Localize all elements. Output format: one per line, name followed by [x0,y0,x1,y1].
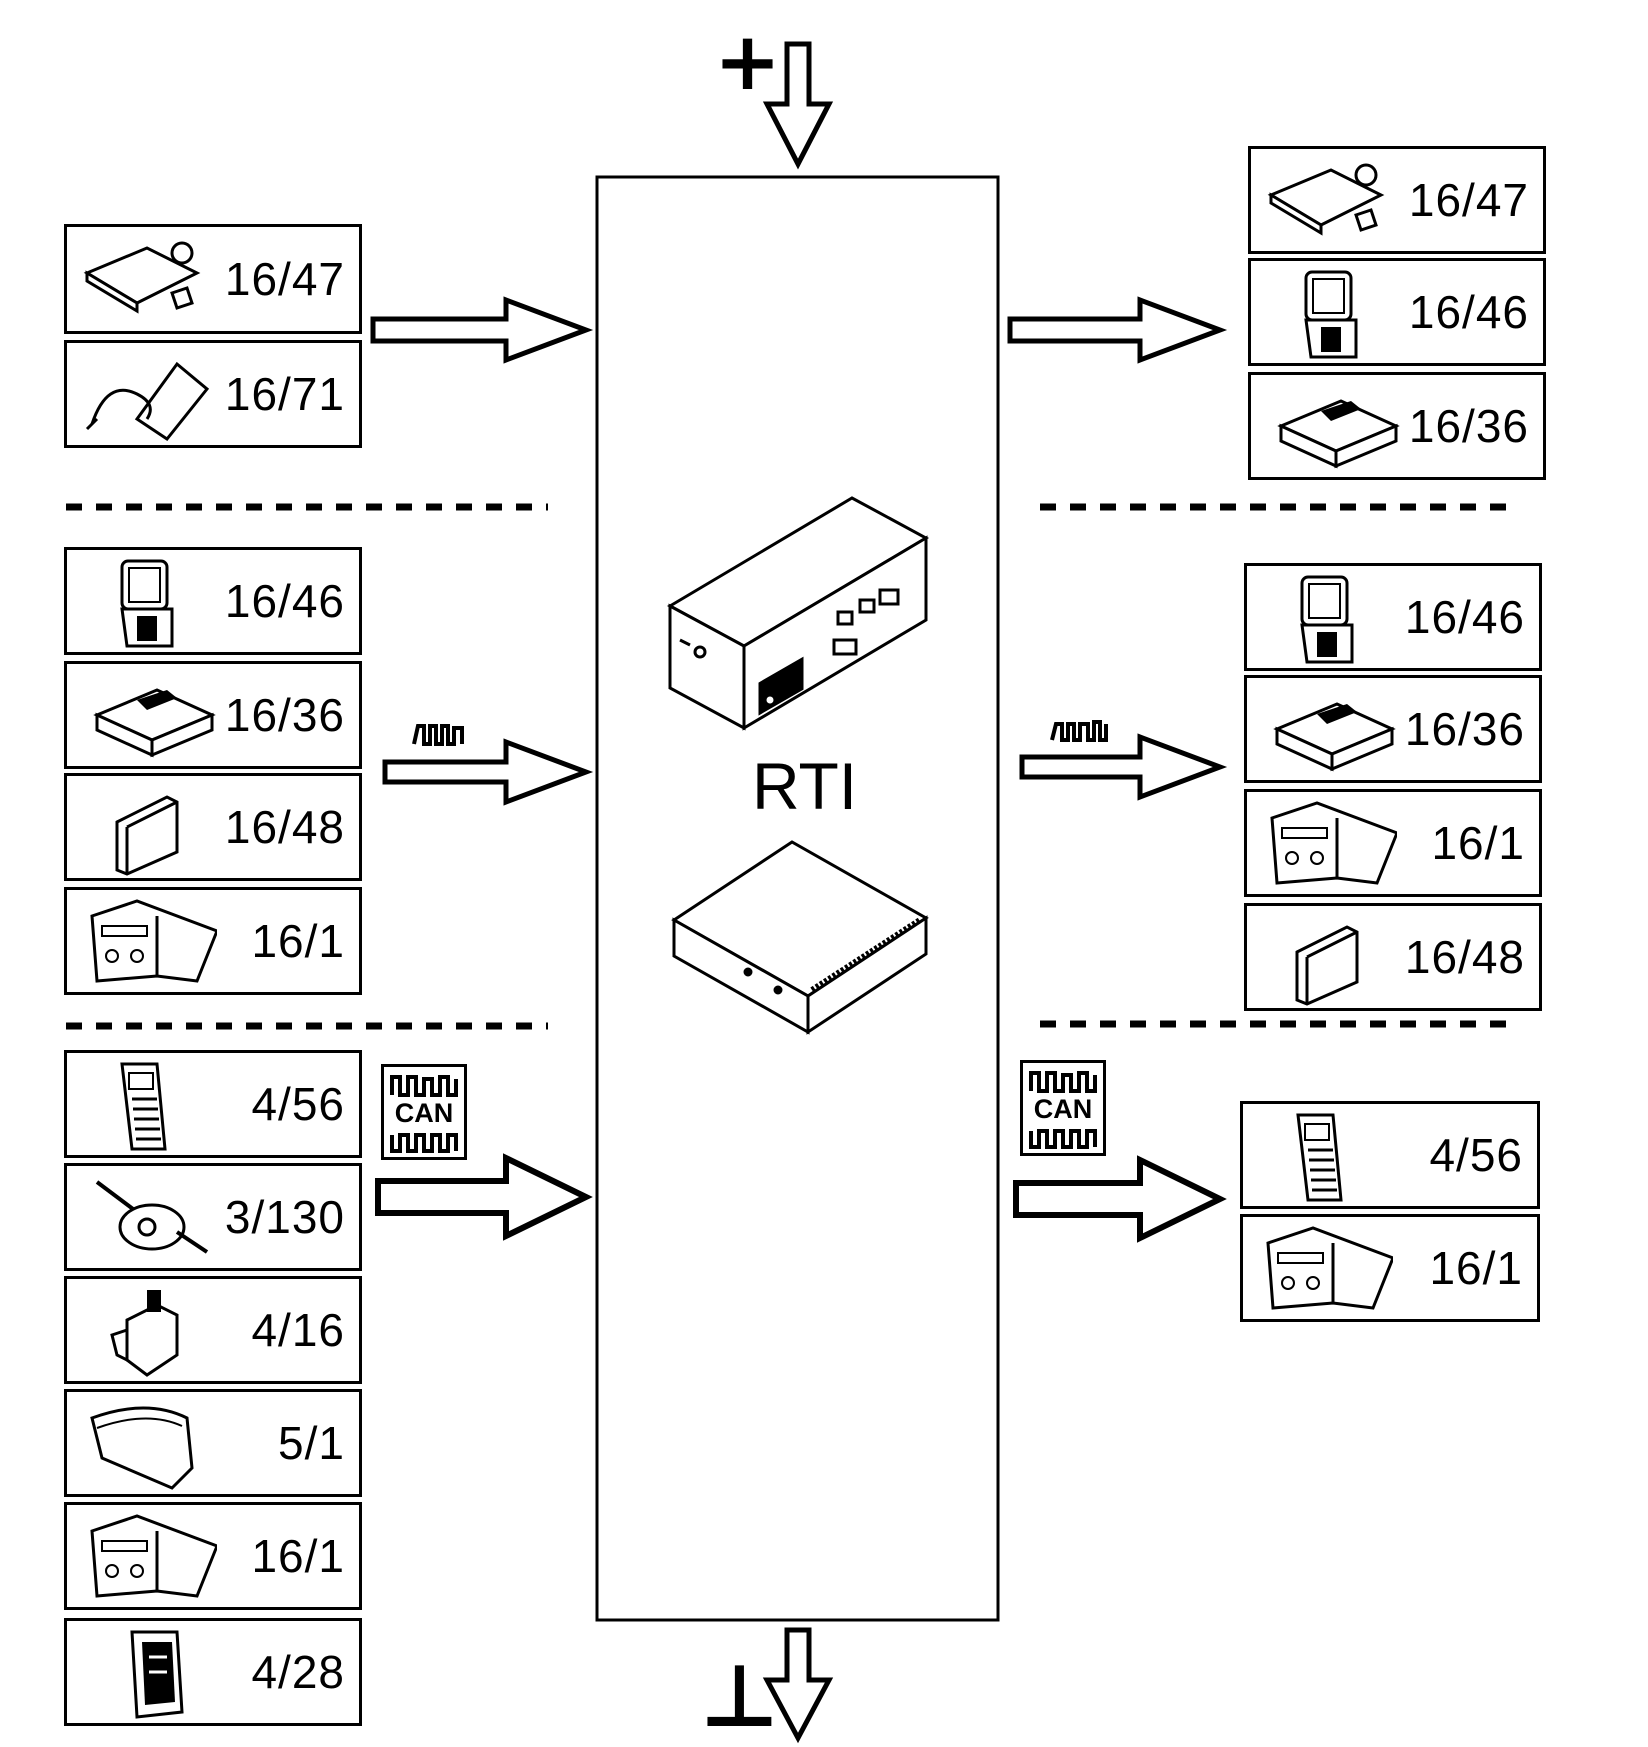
module-label: 16/47 [224,253,345,305]
output-arrow-2 [1019,733,1228,801]
input-arrow-2 [382,738,594,806]
display-unit-icon [1300,575,1354,664]
control-unit-icon [130,1630,184,1719]
module-label: 16/46 [224,575,345,627]
can-badge-left: CAN [381,1064,467,1160]
module-label: 16/36 [1408,400,1529,452]
radio-unit-icon [90,899,217,983]
input-module-16-46: 16/46 [64,547,362,655]
instrument-cluster-icon [90,1406,194,1490]
radio-unit-icon [90,1514,217,1598]
output-module-16-48: 16/48 [1244,903,1542,1011]
ground-symbol: ⊥ [700,1647,779,1747]
module-label: 16/46 [1408,286,1529,338]
signal-glyph-left [412,724,464,746]
display-unit-icon [120,559,174,648]
output-arrow-3 [1013,1155,1227,1243]
input-arrow-3 [375,1153,593,1241]
can-waveform-icon [390,1075,458,1153]
module-label: 5/1 [278,1417,345,1469]
module-label: 16/48 [1404,931,1525,983]
display-unit-icon [1304,270,1358,359]
module-label: 16/1 [251,1530,345,1582]
module-label: 4/16 [251,1304,345,1356]
input-module-4-28: 4/28 [64,1618,362,1726]
module-label: 16/1 [1431,817,1525,869]
control-module-flat-icon [93,688,216,758]
input-module-16-36: 16/36 [64,661,362,769]
output-module-16-46-b: 16/46 [1244,563,1542,671]
ground-arrow [762,1627,834,1744]
antenna-cable-icon [85,361,210,442]
control-module-flat-icon [1277,399,1400,469]
output-module-16-36-b: 16/36 [1244,675,1542,783]
module-label: 16/47 [1408,174,1529,226]
input-module-16-1-b: 16/1 [64,1502,362,1610]
module-label: 4/56 [1429,1129,1523,1181]
input-arrow-1 [370,296,594,364]
can-badge-right: CAN [1020,1060,1106,1156]
output-module-4-56: 4/56 [1240,1101,1540,1209]
module-label: 16/36 [1404,703,1525,755]
module-label: 16/48 [224,801,345,853]
output-module-16-36: 16/36 [1248,372,1546,480]
can-label-left: CAN [394,1098,454,1128]
control-module-flat-icon [1273,702,1396,772]
input-module-4-16: 4/16 [64,1276,362,1384]
module-label: 4/56 [251,1078,345,1130]
remote-control-icon [1296,1113,1343,1202]
signal-glyph-right [1050,720,1108,742]
output-module-16-1-b: 16/1 [1240,1214,1540,1322]
rti-secondary-unit-illustration [671,840,929,1035]
output-module-16-1: 16/1 [1244,789,1542,897]
card-module-icon [1295,925,1359,1006]
gear-selector-icon [110,1290,179,1377]
input-module-16-1: 16/1 [64,887,362,995]
rti-frame [595,175,1000,1622]
sensor-module-icon [83,241,201,314]
input-module-3-130: 3/130 [64,1163,362,1271]
sensor-module-icon [1267,163,1385,236]
can-waveform-icon [1029,1071,1097,1149]
radio-unit-icon [1270,801,1397,885]
output-module-16-46: 16/46 [1248,258,1546,366]
input-module-4-56: 4/56 [64,1050,362,1158]
can-label-right: CAN [1033,1094,1093,1124]
power-in-arrow [762,41,834,170]
module-label: 16/46 [1404,591,1525,643]
rti-main-unit-illustration [666,496,930,731]
module-label: 16/71 [224,368,345,420]
output-arrow-1 [1007,296,1228,364]
card-module-icon [115,795,179,876]
input-module-16-71: 16/71 [64,340,362,448]
steering-switch-icon [95,1180,209,1254]
input-module-5-1: 5/1 [64,1389,362,1497]
rti-label: RTI [752,749,858,823]
input-module-16-47: 16/47 [64,224,362,334]
output-module-16-47: 16/47 [1248,146,1546,254]
remote-control-icon [120,1062,167,1151]
module-label: 4/28 [251,1646,345,1698]
module-label: 16/1 [1429,1242,1523,1294]
module-label: 16/1 [251,915,345,967]
plus-symbol: + [714,15,782,108]
input-module-16-48: 16/48 [64,773,362,881]
module-label: 3/130 [224,1191,345,1243]
module-label: 16/36 [224,689,345,741]
radio-unit-icon [1266,1226,1393,1310]
